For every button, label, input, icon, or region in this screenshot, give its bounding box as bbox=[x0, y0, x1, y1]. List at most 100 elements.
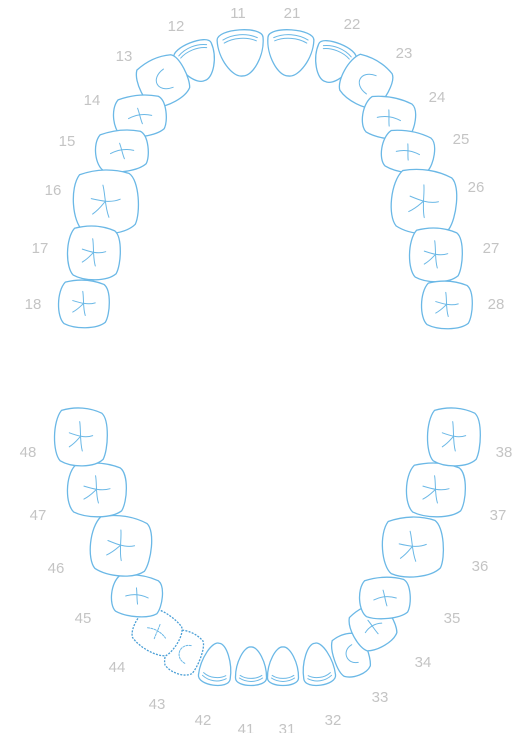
tooth-label-36: 36 bbox=[472, 558, 489, 575]
tooth-18-groove bbox=[82, 290, 86, 316]
tooth-21[interactable] bbox=[265, 28, 315, 77]
tooth-14-groove bbox=[137, 107, 143, 125]
tooth-label-46: 46 bbox=[48, 560, 65, 577]
tooth-14[interactable] bbox=[111, 92, 169, 140]
tooth-16-groove bbox=[102, 184, 110, 218]
tooth-28-groove bbox=[445, 291, 449, 317]
tooth-46-groove bbox=[119, 529, 122, 562]
tooth-label-11: 11 bbox=[230, 5, 246, 22]
tooth-label-23: 23 bbox=[396, 45, 413, 62]
tooth-label-18: 18 bbox=[25, 296, 42, 313]
tooth-46-groove bbox=[107, 539, 136, 547]
tooth-11[interactable] bbox=[216, 28, 265, 77]
tooth-32-groove bbox=[307, 672, 331, 679]
tooth-38-groove bbox=[452, 421, 456, 452]
tooth-18[interactable] bbox=[57, 279, 110, 329]
tooth-31[interactable] bbox=[266, 646, 300, 687]
tooth-18-groove bbox=[72, 303, 84, 313]
tooth-label-35: 35 bbox=[444, 610, 461, 627]
tooth-37-groove bbox=[422, 488, 436, 500]
tooth-label-13: 13 bbox=[116, 48, 133, 65]
tooth-11-groove bbox=[223, 37, 257, 44]
tooth-32-groove bbox=[307, 674, 333, 682]
tooth-label-38: 38 bbox=[496, 444, 513, 461]
tooth-45-groove bbox=[135, 587, 139, 605]
tooth-label-48: 48 bbox=[20, 444, 37, 461]
tooth-37-groove bbox=[422, 485, 450, 491]
tooth-label-45: 45 bbox=[75, 610, 92, 627]
tooth-26-outline[interactable] bbox=[389, 167, 459, 237]
tooth-27-groove bbox=[434, 240, 438, 269]
tooth-43-groove bbox=[178, 644, 192, 664]
tooth-28[interactable] bbox=[420, 280, 473, 330]
tooth-label-12: 12 bbox=[168, 18, 185, 35]
tooth-26-groove bbox=[422, 184, 425, 219]
tooth-31-groove bbox=[270, 677, 296, 682]
tooth-36-groove bbox=[409, 530, 417, 562]
tooth-26[interactable] bbox=[389, 167, 459, 237]
tooth-label-33: 33 bbox=[372, 689, 389, 706]
tooth-37-groove bbox=[434, 475, 438, 504]
tooth-label-24: 24 bbox=[429, 89, 446, 106]
tooth-16-groove bbox=[90, 198, 121, 202]
tooth-17[interactable] bbox=[66, 225, 121, 281]
tooth-27[interactable] bbox=[408, 227, 463, 283]
tooth-47-groove bbox=[83, 485, 111, 491]
tooth-31-outline[interactable] bbox=[266, 646, 300, 687]
tooth-34-groove bbox=[367, 619, 379, 635]
tooth-label-16: 16 bbox=[45, 182, 62, 199]
tooth-label-37: 37 bbox=[490, 507, 507, 524]
tooth-35-groove bbox=[382, 589, 388, 607]
tooth-42[interactable] bbox=[197, 641, 235, 687]
tooth-label-14: 14 bbox=[84, 92, 101, 109]
tooth-label-32: 32 bbox=[325, 712, 342, 729]
tooth-15-groove bbox=[119, 142, 125, 160]
tooth-label-41: 41 bbox=[238, 721, 255, 733]
tooth-label-26: 26 bbox=[468, 179, 485, 196]
tooth-44-groove bbox=[153, 623, 161, 641]
tooth-12-groove bbox=[178, 44, 208, 57]
tooth-22-groove bbox=[322, 47, 350, 60]
tooth-11-outline[interactable] bbox=[216, 28, 265, 77]
tooth-46-groove bbox=[106, 544, 121, 556]
tooth-36[interactable] bbox=[380, 514, 446, 579]
tooth-label-47: 47 bbox=[30, 507, 47, 524]
tooth-46[interactable] bbox=[88, 513, 154, 578]
tooth-17-groove bbox=[92, 238, 96, 267]
tooth-35[interactable] bbox=[358, 575, 412, 621]
tooth-36-groove bbox=[398, 543, 427, 547]
tooth-33-groove bbox=[345, 644, 359, 664]
tooth-36-groove bbox=[399, 545, 413, 559]
tooth-42-groove bbox=[201, 674, 227, 682]
tooth-31-groove bbox=[271, 674, 295, 679]
tooth-37[interactable] bbox=[405, 462, 467, 518]
tooth-16-groove bbox=[92, 200, 106, 215]
tooth-label-34: 34 bbox=[415, 654, 432, 671]
tooth-25[interactable] bbox=[379, 128, 437, 176]
tooth-16[interactable] bbox=[71, 167, 141, 237]
tooth-48[interactable] bbox=[53, 407, 108, 467]
tooth-21-groove bbox=[274, 37, 308, 44]
tooth-24-groove bbox=[388, 109, 390, 127]
tooth-25-groove bbox=[407, 143, 409, 161]
tooth-27-groove bbox=[423, 253, 436, 265]
tooth-44[interactable] bbox=[126, 602, 187, 661]
tooth-41-groove bbox=[238, 677, 264, 682]
tooth-41[interactable] bbox=[234, 646, 268, 687]
tooth-28-groove bbox=[435, 304, 447, 314]
tooth-label-44: 44 bbox=[109, 659, 126, 676]
tooth-38[interactable] bbox=[426, 407, 481, 467]
tooth-42-groove bbox=[203, 672, 227, 679]
tooth-label-21: 21 bbox=[284, 5, 301, 22]
tooth-45[interactable] bbox=[110, 573, 164, 619]
tooth-label-17: 17 bbox=[32, 240, 49, 257]
tooth-47[interactable] bbox=[66, 462, 128, 518]
tooth-15[interactable] bbox=[93, 127, 151, 175]
tooth-41-groove bbox=[239, 674, 263, 679]
tooth-41-outline[interactable] bbox=[234, 646, 268, 687]
tooth-11-groove bbox=[222, 34, 258, 41]
tooth-21-outline[interactable] bbox=[265, 28, 315, 77]
tooth-32[interactable] bbox=[299, 641, 337, 687]
tooth-47-groove bbox=[83, 488, 97, 500]
